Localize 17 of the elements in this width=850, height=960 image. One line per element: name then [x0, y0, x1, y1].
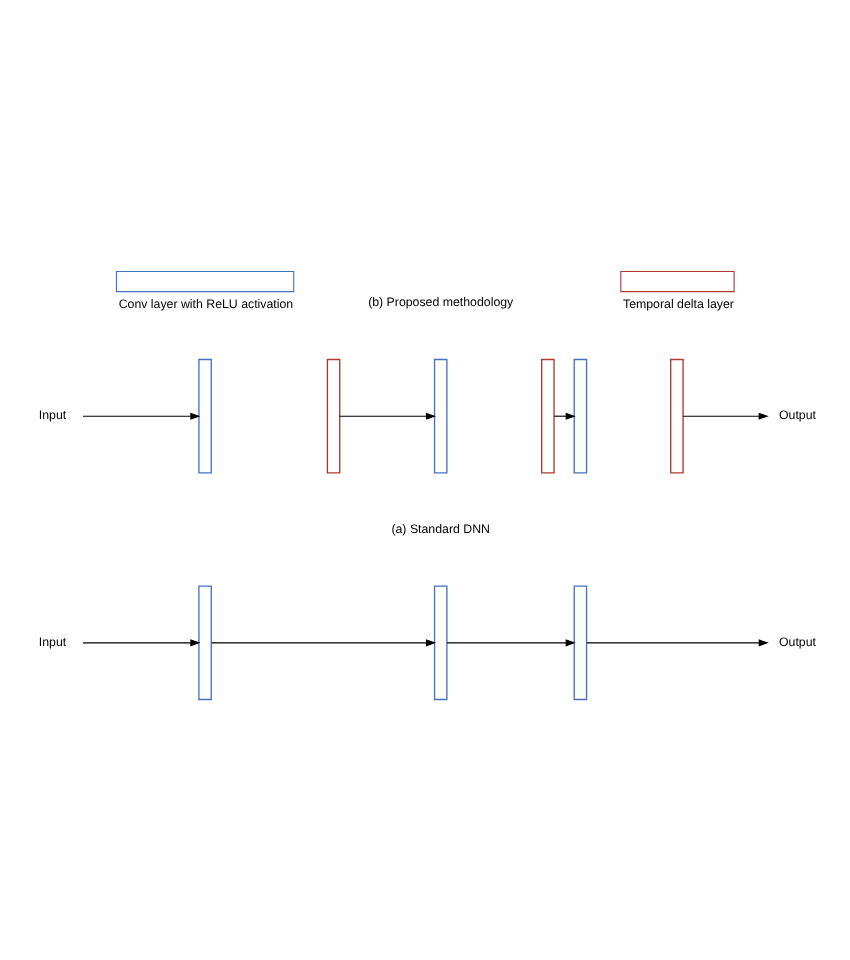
arrow [82, 638, 201, 646]
node-bar [670, 357, 684, 473]
node-bar [433, 357, 448, 473]
node-bar [541, 357, 555, 473]
arrow [682, 411, 769, 419]
node-bar [198, 584, 212, 700]
arrow [82, 411, 201, 419]
arrow [586, 638, 769, 646]
arrow [553, 411, 576, 419]
arrow [339, 411, 437, 419]
node-bar [573, 584, 588, 700]
node-bar [573, 357, 588, 473]
arrow [210, 638, 437, 646]
arrow [446, 638, 576, 646]
node-bar [198, 357, 212, 473]
node-bar [433, 584, 448, 700]
node-bar [326, 357, 341, 473]
